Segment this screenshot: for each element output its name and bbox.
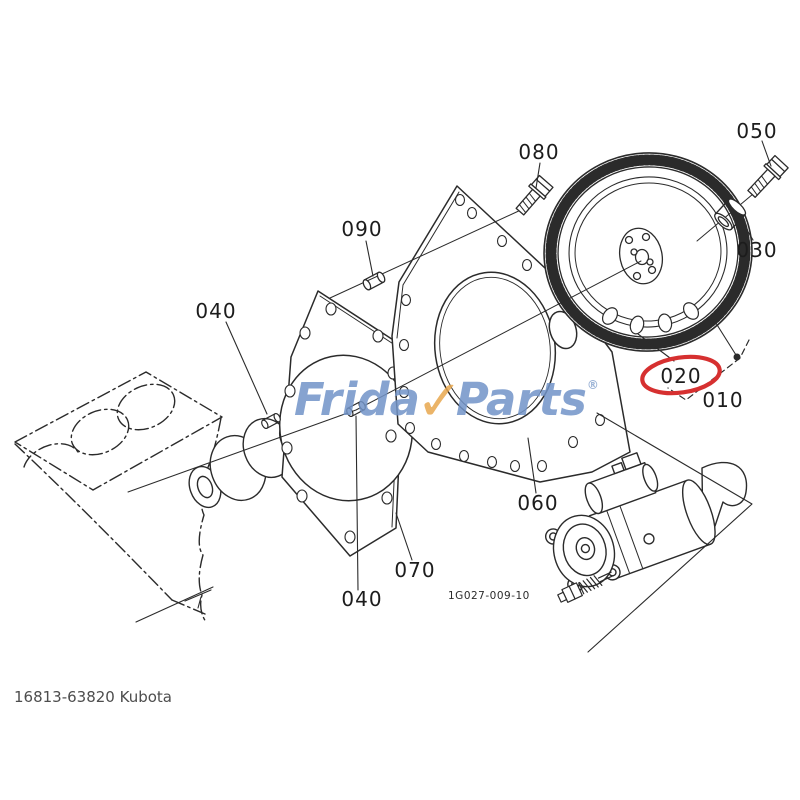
leader-020 xyxy=(637,333,675,362)
leader-010 xyxy=(713,319,737,356)
leader-080 xyxy=(535,162,541,189)
leader-030 xyxy=(740,219,754,241)
engine-block xyxy=(14,371,223,623)
block-centerline-arrow xyxy=(135,586,214,623)
bushing-030 xyxy=(714,198,747,231)
part-label-040-upper: 040 xyxy=(195,299,237,323)
leader-040-lower xyxy=(355,415,359,591)
leader-060 xyxy=(527,437,537,494)
starter-solenoid xyxy=(584,452,659,515)
part-label-030: 030 xyxy=(736,238,778,262)
leader-lines xyxy=(225,140,772,591)
flywheel-020 xyxy=(543,152,753,352)
fridayparts-watermark: Frida✓Parts® xyxy=(294,369,599,430)
part-label-070: 070 xyxy=(394,558,436,582)
watermark-text-right: Parts xyxy=(455,373,587,426)
registered-trademark-icon: ® xyxy=(586,378,599,392)
flywheel-hub xyxy=(618,227,664,285)
dowel-pin-090 xyxy=(362,271,386,291)
leader-070 xyxy=(395,512,413,561)
dowel-pin-040-lower xyxy=(346,400,366,418)
assembly-axis-lines xyxy=(127,188,760,493)
leader-dot xyxy=(733,353,741,361)
highlight-ellipse xyxy=(640,354,722,396)
part-label-020-highlighted: 020 xyxy=(660,364,702,388)
ring-gear-teeth xyxy=(545,154,751,350)
flywheel-face-slots xyxy=(601,302,700,335)
part-label-090: 090 xyxy=(341,217,383,241)
gasket-bolt-holes xyxy=(281,302,399,544)
watermark-check-icon: ✓ xyxy=(416,369,463,434)
starter-flange xyxy=(544,514,621,593)
part-number-caption: 16813-63820 Kubota xyxy=(14,688,172,706)
starter-motor xyxy=(544,452,748,603)
dowel-pin-040-upper xyxy=(261,412,281,430)
part-label-010: 010 xyxy=(702,388,744,412)
watermark-text-left: Frida xyxy=(294,373,420,426)
leader-040-upper xyxy=(225,321,268,415)
part-label-050: 050 xyxy=(736,119,778,143)
leader-090 xyxy=(365,240,374,277)
drawing-code: 1G027-009-10 xyxy=(448,590,530,602)
starter-through-bolt xyxy=(557,571,614,603)
plate-bolt-holes xyxy=(398,193,606,473)
adapter-plate-060 xyxy=(391,185,631,483)
part-label-040-lower: 040 xyxy=(341,587,383,611)
part-label-060: 060 xyxy=(517,491,559,515)
leader-050 xyxy=(761,140,772,167)
part-label-080: 080 xyxy=(518,140,560,164)
bolt-050 xyxy=(747,154,789,199)
starter-position-lines xyxy=(587,412,753,653)
bolt-080 xyxy=(515,174,554,216)
